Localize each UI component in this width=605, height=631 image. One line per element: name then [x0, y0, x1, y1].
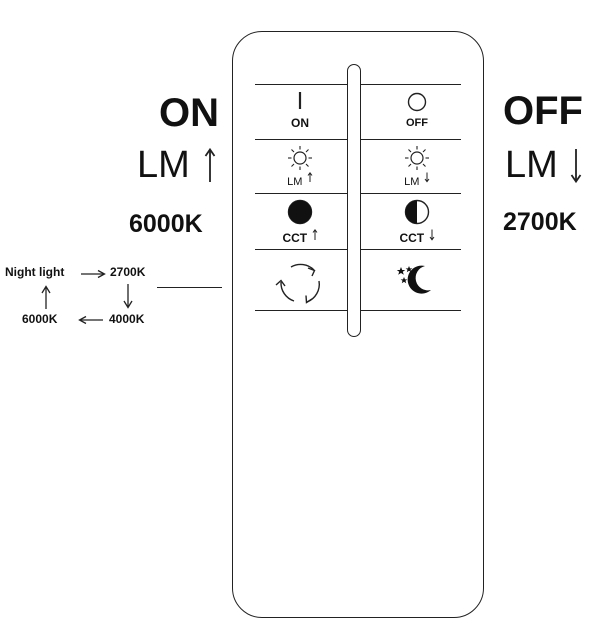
- lm-up-button-label: LM: [270, 171, 330, 188]
- lm-up-button[interactable]: LM: [270, 144, 330, 190]
- cycle-6000k: 6000K: [22, 312, 58, 326]
- cycle-arrows-icon: [275, 263, 320, 304]
- cct-up-button-label: CCT: [270, 228, 330, 245]
- lm-up-button-text: LM: [287, 176, 303, 188]
- tiny-arrow-down-icon: [429, 229, 434, 241]
- center-divider: [347, 64, 361, 337]
- cct-down-button[interactable]: CCT: [387, 198, 447, 246]
- arrow-right-icon: [81, 269, 106, 279]
- tiny-arrow-up-icon: [307, 171, 313, 182]
- lm-down-title: LM: [505, 144, 582, 186]
- off-button[interactable]: OFF: [387, 89, 447, 135]
- lm-down-button[interactable]: LM: [387, 144, 447, 190]
- cct-up-button[interactable]: CCT: [270, 198, 330, 246]
- tiny-arrow-up-icon: [312, 228, 317, 240]
- cycle-night-light: Night light: [5, 265, 65, 279]
- arrow-up-small-icon: [41, 285, 51, 309]
- on-button-label: ON: [291, 116, 309, 130]
- cycle-4000k: 4000K: [109, 312, 145, 326]
- arrow-up-icon: [204, 147, 216, 182]
- on-button[interactable]: ON: [270, 89, 330, 135]
- sun-icon: [288, 146, 312, 170]
- arrow-down-icon: [570, 149, 582, 184]
- night-button[interactable]: [385, 254, 449, 306]
- cct-down-button-label: CCT: [387, 229, 447, 245]
- on-title: ON: [159, 91, 219, 135]
- kelvin-2700-title: 2700K: [503, 208, 577, 236]
- half-circle-dark-icon: [287, 199, 313, 225]
- tiny-arrow-down-icon: [424, 172, 430, 183]
- arrow-down-small-icon: [123, 284, 133, 309]
- half-circle-light-icon: [404, 199, 430, 225]
- moon-stars-icon: [396, 265, 431, 294]
- cycle-button[interactable]: [265, 254, 335, 306]
- lm-up-text: LM: [137, 144, 190, 186]
- cct-down-button-text: CCT: [399, 231, 425, 245]
- lm-down-button-text: LM: [404, 176, 420, 188]
- off-circle-icon: [407, 92, 427, 112]
- kelvin-6000-title: 6000K: [129, 210, 203, 238]
- cycle-leader-line: [157, 287, 222, 288]
- off-button-label: OFF: [406, 117, 428, 129]
- cct-up-button-text: CCT: [282, 231, 308, 245]
- off-title: OFF: [503, 89, 583, 133]
- cycle-2700k: 2700K: [110, 265, 146, 279]
- lm-up-title: LM: [137, 144, 216, 186]
- remote-body: [232, 31, 484, 618]
- lm-down-text: LM: [505, 144, 558, 186]
- lm-down-button-label: LM: [387, 172, 447, 188]
- on-bar-icon: [298, 92, 302, 109]
- sun-icon: [405, 146, 429, 170]
- arrow-left-icon: [78, 315, 103, 325]
